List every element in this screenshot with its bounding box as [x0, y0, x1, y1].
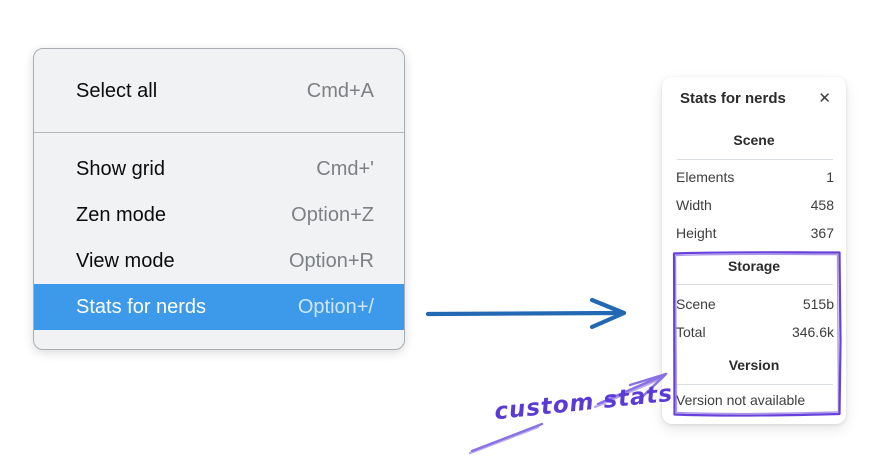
menu-item-select-all[interactable]: Select all Cmd+A [34, 68, 404, 114]
stat-value: 346.6k [791, 324, 834, 340]
stat-value: 1 [826, 169, 834, 185]
stat-value: 515b [802, 296, 834, 312]
stat-label: Total [676, 324, 706, 340]
stat-label: Scene [676, 296, 716, 312]
menu-item-shortcut: Cmd+' [316, 157, 374, 180]
menu-item-label: Zen mode [76, 203, 167, 226]
stat-label: Width [676, 197, 712, 213]
stats-panel-header: Stats for nerds ✕ [662, 77, 846, 107]
menu-item-zen-mode[interactable]: Zen mode Option+Z [34, 192, 404, 238]
stat-row-height: Height 367 [662, 219, 846, 247]
menu-item-label: Select all [76, 79, 158, 102]
menu-divider [34, 132, 404, 133]
stat-row-total-storage: Total 346.6k [662, 318, 846, 346]
stat-row-elements: Elements 1 [662, 163, 846, 191]
menu-item-shortcut: Option+/ [297, 295, 374, 318]
stat-row-scene-storage: Scene 515b [662, 290, 846, 318]
version-note: Version not available [676, 392, 806, 408]
section-divider [677, 284, 833, 285]
menu-item-label: View mode [76, 249, 175, 272]
stat-value: 458 [810, 197, 834, 213]
stat-label: Height [676, 225, 717, 241]
menu-item-view-mode[interactable]: View mode Option+R [34, 238, 404, 284]
section-header-scene: Scene [733, 132, 775, 148]
custom-stats-annotation: custom stats [493, 380, 675, 426]
close-icon[interactable]: ✕ [818, 89, 831, 107]
menu-item-show-grid[interactable]: Show grid Cmd+' [34, 146, 404, 192]
section-header-version: Version [728, 357, 780, 373]
menu-section-top: Select all Cmd+A [34, 49, 404, 132]
stat-label: Elements [676, 169, 735, 185]
stat-value: 367 [810, 225, 834, 241]
stat-row-width: Width 458 [662, 191, 846, 219]
menu-item-stats-for-nerds[interactable]: Stats for nerds Option+/ [34, 284, 404, 330]
stats-panel: Stats for nerds ✕ Scene Elements 1 Width… [662, 77, 846, 424]
context-menu: Select all Cmd+A Show grid Cmd+' Zen mod… [33, 48, 405, 350]
scene-rows: Elements 1 Width 458 Height 367 [662, 163, 846, 247]
stats-panel-title: Stats for nerds [680, 89, 786, 107]
section-header-storage: Storage [727, 258, 781, 274]
menu-item-shortcut: Cmd+A [306, 79, 374, 102]
menu-item-shortcut: Option+Z [291, 203, 374, 226]
pointer-arrow [425, 297, 627, 330]
section-divider [677, 384, 833, 385]
menu-item-shortcut: Option+R [288, 249, 374, 272]
menu-item-label: Stats for nerds [76, 295, 207, 318]
menu-section-bottom: Show grid Cmd+' Zen mode Option+Z View m… [34, 133, 404, 349]
menu-item-label: Show grid [76, 157, 165, 180]
section-divider [677, 159, 833, 160]
storage-rows: Scene 515b Total 346.6k [662, 290, 846, 346]
